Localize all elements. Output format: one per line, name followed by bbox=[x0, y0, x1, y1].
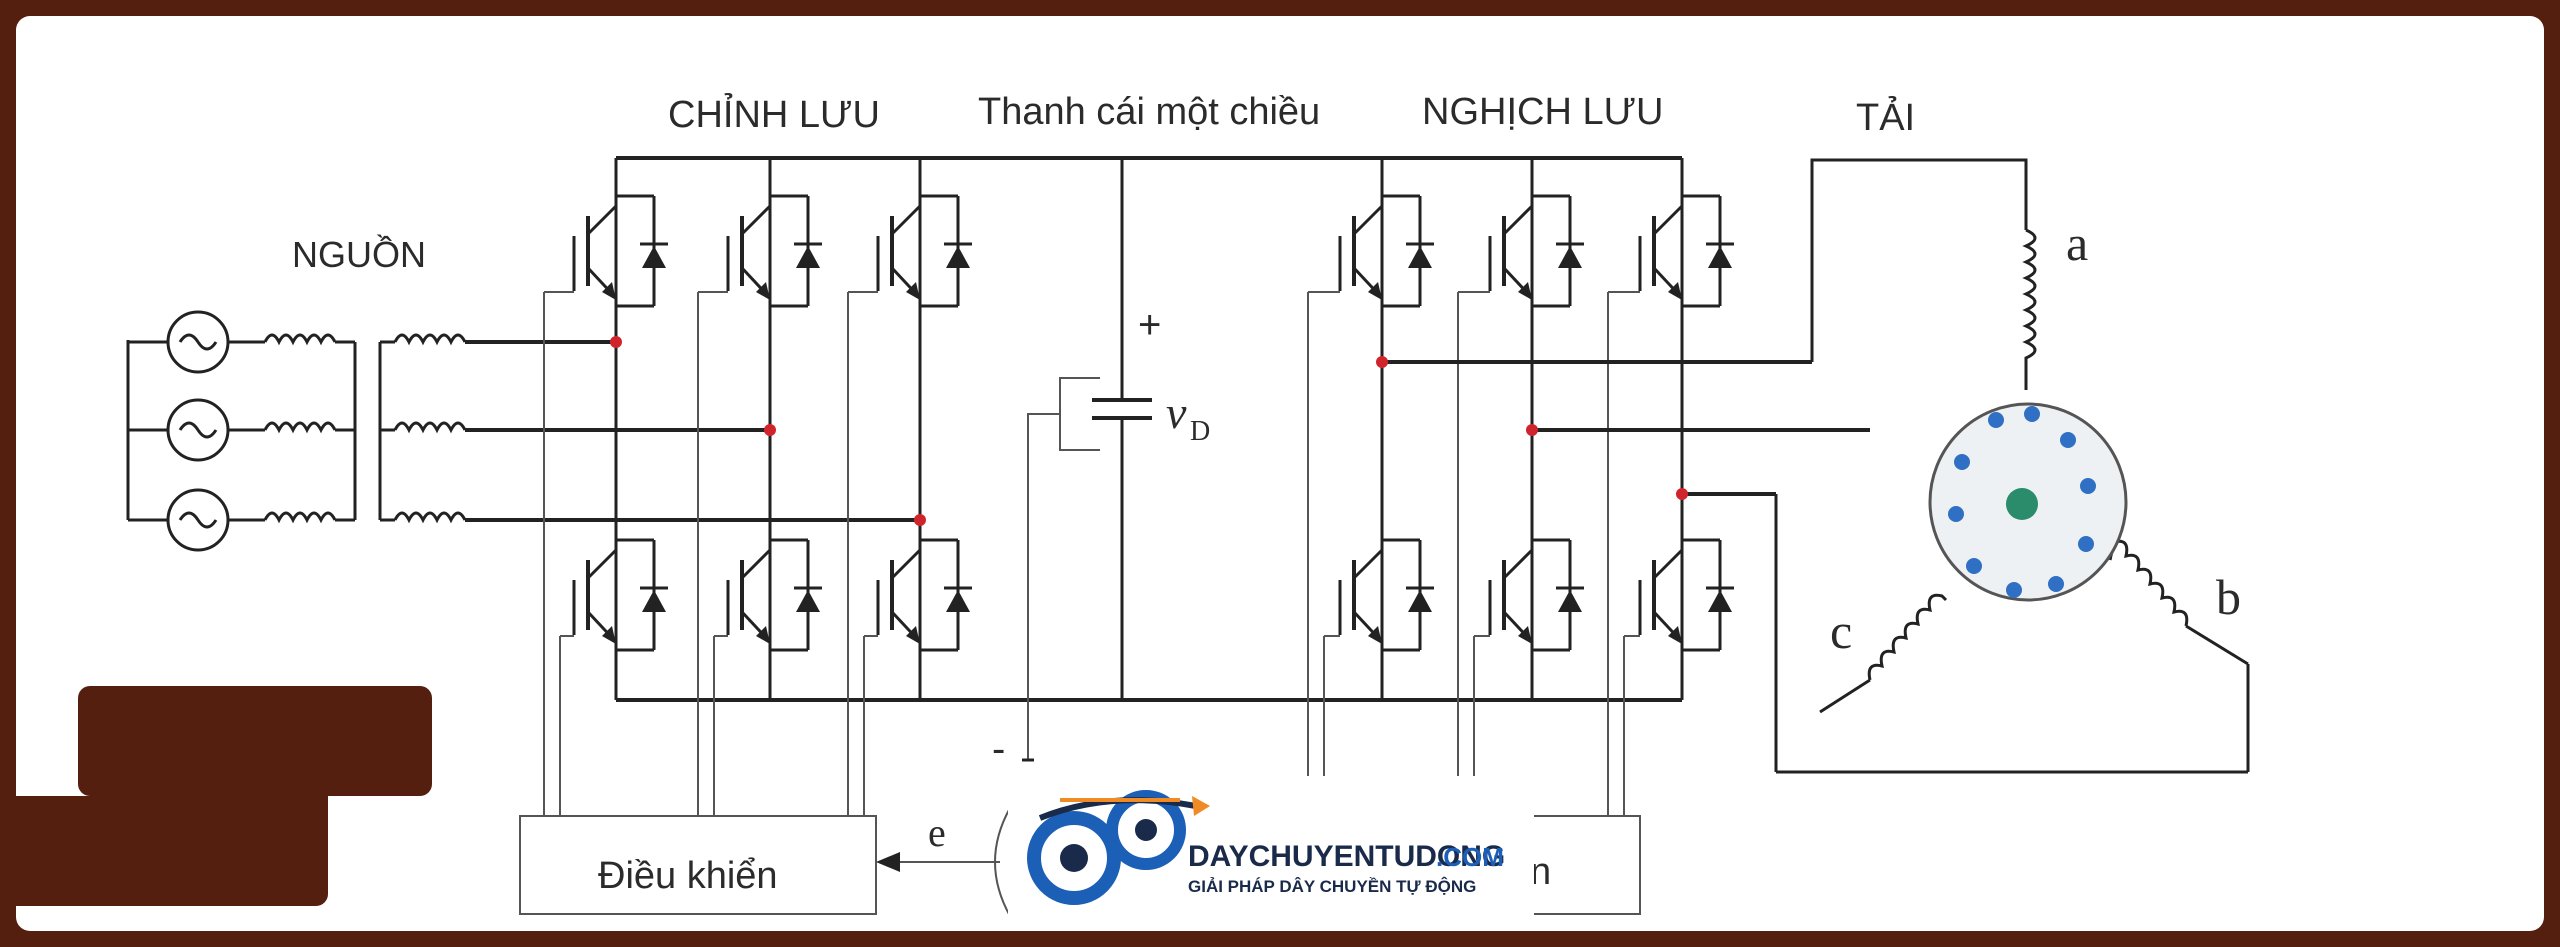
label-vd: v bbox=[1166, 387, 1187, 438]
motor-winding-dot bbox=[1948, 506, 1964, 522]
label-source: NGUỒN bbox=[292, 233, 426, 275]
watermark-logo: DAYCHUYENTUDONG .COM GIẢI PHÁP DÂY CHUYỀ… bbox=[1008, 776, 1534, 922]
diagram-canvas: NGUỒN CHỈNH LƯU Thanh cái một chiều NGHỊ… bbox=[16, 16, 2544, 931]
label-controller: Điều khiển bbox=[598, 855, 778, 897]
watermark-tagline: GIẢI PHÁP DÂY CHUYỀN TỰ ĐỘNG bbox=[1188, 877, 1476, 896]
node-dot bbox=[1526, 424, 1538, 436]
ac-source-2 bbox=[128, 398, 230, 462]
label-plus: + bbox=[1138, 303, 1161, 347]
label-phase-c: c bbox=[1830, 603, 1852, 659]
node-dot bbox=[1376, 356, 1388, 368]
node-dot bbox=[1676, 488, 1688, 500]
label-controller-2: n bbox=[1530, 851, 1551, 893]
gear-chain-icon bbox=[1027, 790, 1210, 905]
ac-source-1 bbox=[128, 310, 230, 374]
motor-winding-dot bbox=[1988, 412, 2004, 428]
label-minus: - bbox=[992, 727, 1005, 771]
motor-load bbox=[1774, 158, 2250, 774]
dc-capacitor bbox=[1022, 158, 1152, 762]
motor-winding-dot bbox=[1954, 454, 1970, 470]
motor-winding-dot bbox=[2080, 478, 2096, 494]
rectifier-bridge bbox=[543, 158, 974, 816]
motor-winding-dot bbox=[1966, 558, 1982, 574]
label-dc-bus: Thanh cái một chiều bbox=[978, 91, 1320, 133]
label-inverter: NGHỊCH LƯU bbox=[1422, 91, 1663, 133]
controller-block bbox=[519, 807, 1641, 917]
ac-source-group bbox=[126, 310, 920, 552]
node-dot bbox=[610, 336, 622, 348]
label-load: TẢI bbox=[1856, 95, 1915, 139]
label-vd-sub: D bbox=[1190, 416, 1210, 447]
node-dot bbox=[764, 424, 776, 436]
motor-rotor bbox=[2006, 488, 2038, 520]
decorative-block bbox=[78, 686, 432, 796]
label-phase-a: a bbox=[2066, 215, 2088, 271]
motor-winding-dot bbox=[2006, 582, 2022, 598]
label-error: e bbox=[928, 810, 946, 855]
motor-winding-dot bbox=[2048, 576, 2064, 592]
motor-winding-dot bbox=[2024, 406, 2040, 422]
circuit-diagram: NGUỒN CHỈNH LƯU Thanh cái một chiều NGHỊ… bbox=[126, 91, 2250, 922]
label-phase-b: b bbox=[2216, 569, 2241, 625]
decorative-block bbox=[16, 796, 328, 906]
inverter-bridge bbox=[1307, 158, 1870, 816]
node-dot bbox=[914, 514, 926, 526]
motor-winding-dot bbox=[2078, 536, 2094, 552]
motor-winding-dot bbox=[2060, 432, 2076, 448]
watermark-brand: DAYCHUYENTUDONG bbox=[1188, 840, 1505, 873]
watermark-domain: .COM bbox=[1436, 842, 1504, 872]
ac-source-3 bbox=[128, 488, 230, 552]
label-rectifier: CHỈNH LƯU bbox=[668, 92, 880, 136]
